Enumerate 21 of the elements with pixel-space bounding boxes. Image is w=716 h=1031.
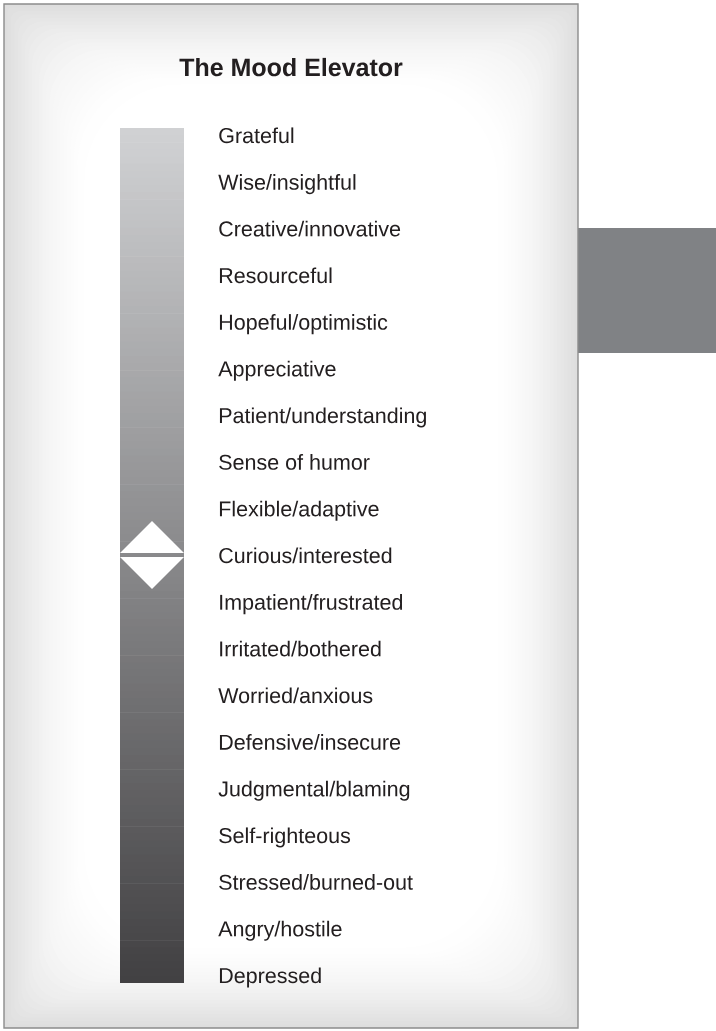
mood-label: Defensive/insecure <box>219 734 401 750</box>
mood-label: Resourceful <box>219 267 332 284</box>
title: The Mood Elevator <box>179 57 403 77</box>
mood-label: Self-righteous <box>219 827 351 848</box>
mood-label: Irritated/bothered <box>220 640 381 657</box>
mood-label: Appreciative <box>218 360 336 381</box>
mood-label: Hopeful/optimistic <box>219 314 388 335</box>
mood-label: Stressed/burned-out <box>219 874 413 890</box>
mood-label: Wise/insightful <box>218 174 356 195</box>
side-tab <box>578 228 716 353</box>
mood-label: Worried/anxious <box>218 687 373 704</box>
mood-label: Grateful <box>219 127 294 144</box>
mood-label: Curious/interested <box>219 547 392 564</box>
mood-label: Depressed <box>219 967 321 988</box>
mood-label: Angry/hostile <box>218 920 342 941</box>
mood-label: Creative/innovative <box>219 220 401 237</box>
mood-label: Sense of humor <box>219 454 370 470</box>
mood-label: Flexible/adaptive <box>219 500 379 521</box>
mood-label: Patient/understanding <box>219 407 426 428</box>
mood-label: Judgmental/blaming <box>218 780 410 801</box>
mood-label: Impatient/frustrated <box>220 594 403 615</box>
